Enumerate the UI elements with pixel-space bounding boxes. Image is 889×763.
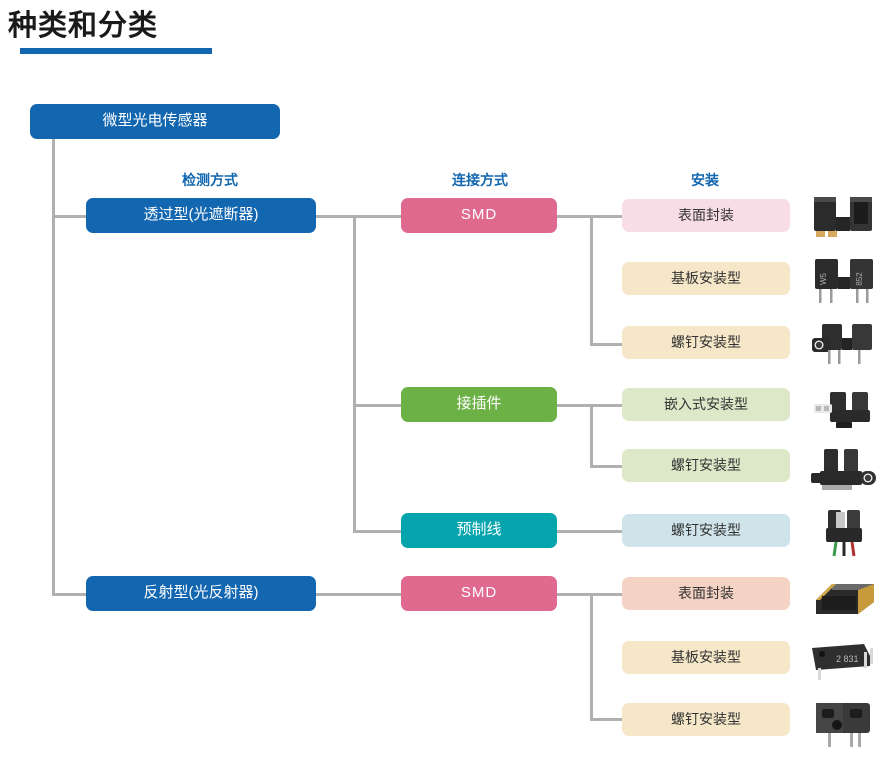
connector-green-to-m2 (590, 465, 622, 468)
node-mounting-pcb-reflective[interactable]: 基板安装型 (622, 641, 790, 674)
svg-text:2 831: 2 831 (836, 654, 859, 664)
connector-smd1-stub (557, 215, 593, 218)
svg-text:W5: W5 (819, 272, 828, 285)
connector-smd2-stub (557, 593, 593, 596)
connector-root-to-branch-1 (52, 215, 86, 218)
connector-smd2-to-m1 (590, 593, 622, 596)
product-photo-slot-sensor-pcb: W5 852 (806, 255, 882, 307)
connector-root-to-branch-2 (52, 593, 86, 596)
node-mounting-screw-transmissive[interactable]: 螺钉安装型 (622, 326, 790, 359)
node-connection-smd-reflective[interactable]: SMD (401, 576, 557, 611)
node-mounting-screw-prewired[interactable]: 螺钉安装型 (622, 514, 790, 547)
connector-green-stub (557, 404, 593, 407)
connector-branch1-to-connector (353, 404, 401, 407)
connector-green-to-m1 (590, 404, 622, 407)
connector-branch1-trunk (353, 215, 356, 531)
node-mounting-screw-connector[interactable]: 螺钉安装型 (622, 449, 790, 482)
node-connection-prewired[interactable]: 预制线 (401, 513, 557, 548)
connector-branch1-to-cable (353, 530, 401, 533)
product-photo-slot-sensor-cable (806, 506, 882, 558)
header-connection-method: 连接方式 (452, 172, 508, 188)
node-mounting-embedded-connector[interactable]: 嵌入式安装型 (622, 388, 790, 421)
product-photo-reflective-pcb: 2 831 (806, 634, 882, 686)
node-branch-transmissive[interactable]: 透过型(光遮断器) (86, 198, 316, 233)
node-mounting-screw-reflective[interactable]: 螺钉安装型 (622, 703, 790, 736)
connector-smd1-to-m3 (590, 343, 622, 346)
node-branch-reflective[interactable]: 反射型(光反射器) (86, 576, 316, 611)
node-connection-smd-transmissive[interactable]: SMD (401, 198, 557, 233)
connector-teal-to-m1 (557, 530, 622, 533)
connector-smd2-to-m3 (590, 718, 622, 721)
header-detection-method: 检测方式 (182, 172, 238, 188)
svg-text:852: 852 (855, 272, 864, 286)
connector-green-trunk (590, 404, 593, 468)
product-photo-reflective-screw (806, 697, 882, 749)
connector-branch1-to-smd (353, 215, 401, 218)
node-mounting-surface-reflective[interactable]: 表面封装 (622, 577, 790, 610)
product-photo-slot-sensor-smd (806, 191, 882, 243)
node-connection-connector[interactable]: 接插件 (401, 387, 557, 422)
title-underline-rule (20, 48, 212, 54)
product-photo-slot-sensor-screw (806, 318, 882, 370)
connector-smd1-trunk (590, 215, 593, 346)
node-mounting-pcb-transmissive[interactable]: 基板安装型 (622, 262, 790, 295)
product-photo-slot-sensor-embedded (806, 382, 882, 434)
connector-root-trunk (52, 138, 55, 596)
connector-branch1-stub (315, 215, 355, 218)
node-mounting-surface-transmissive[interactable]: 表面封装 (622, 199, 790, 232)
product-photo-slot-sensor-tab (806, 445, 882, 497)
connector-smd2-trunk (590, 593, 593, 721)
page-title: 种类和分类 (8, 10, 159, 42)
product-photo-reflective-smd-chip (806, 570, 882, 622)
connector-smd1-to-m1 (590, 215, 622, 218)
connector-branch2-to-smd (315, 593, 401, 596)
header-mounting: 安装 (691, 172, 719, 188)
node-root[interactable]: 微型光电传感器 (30, 104, 280, 139)
